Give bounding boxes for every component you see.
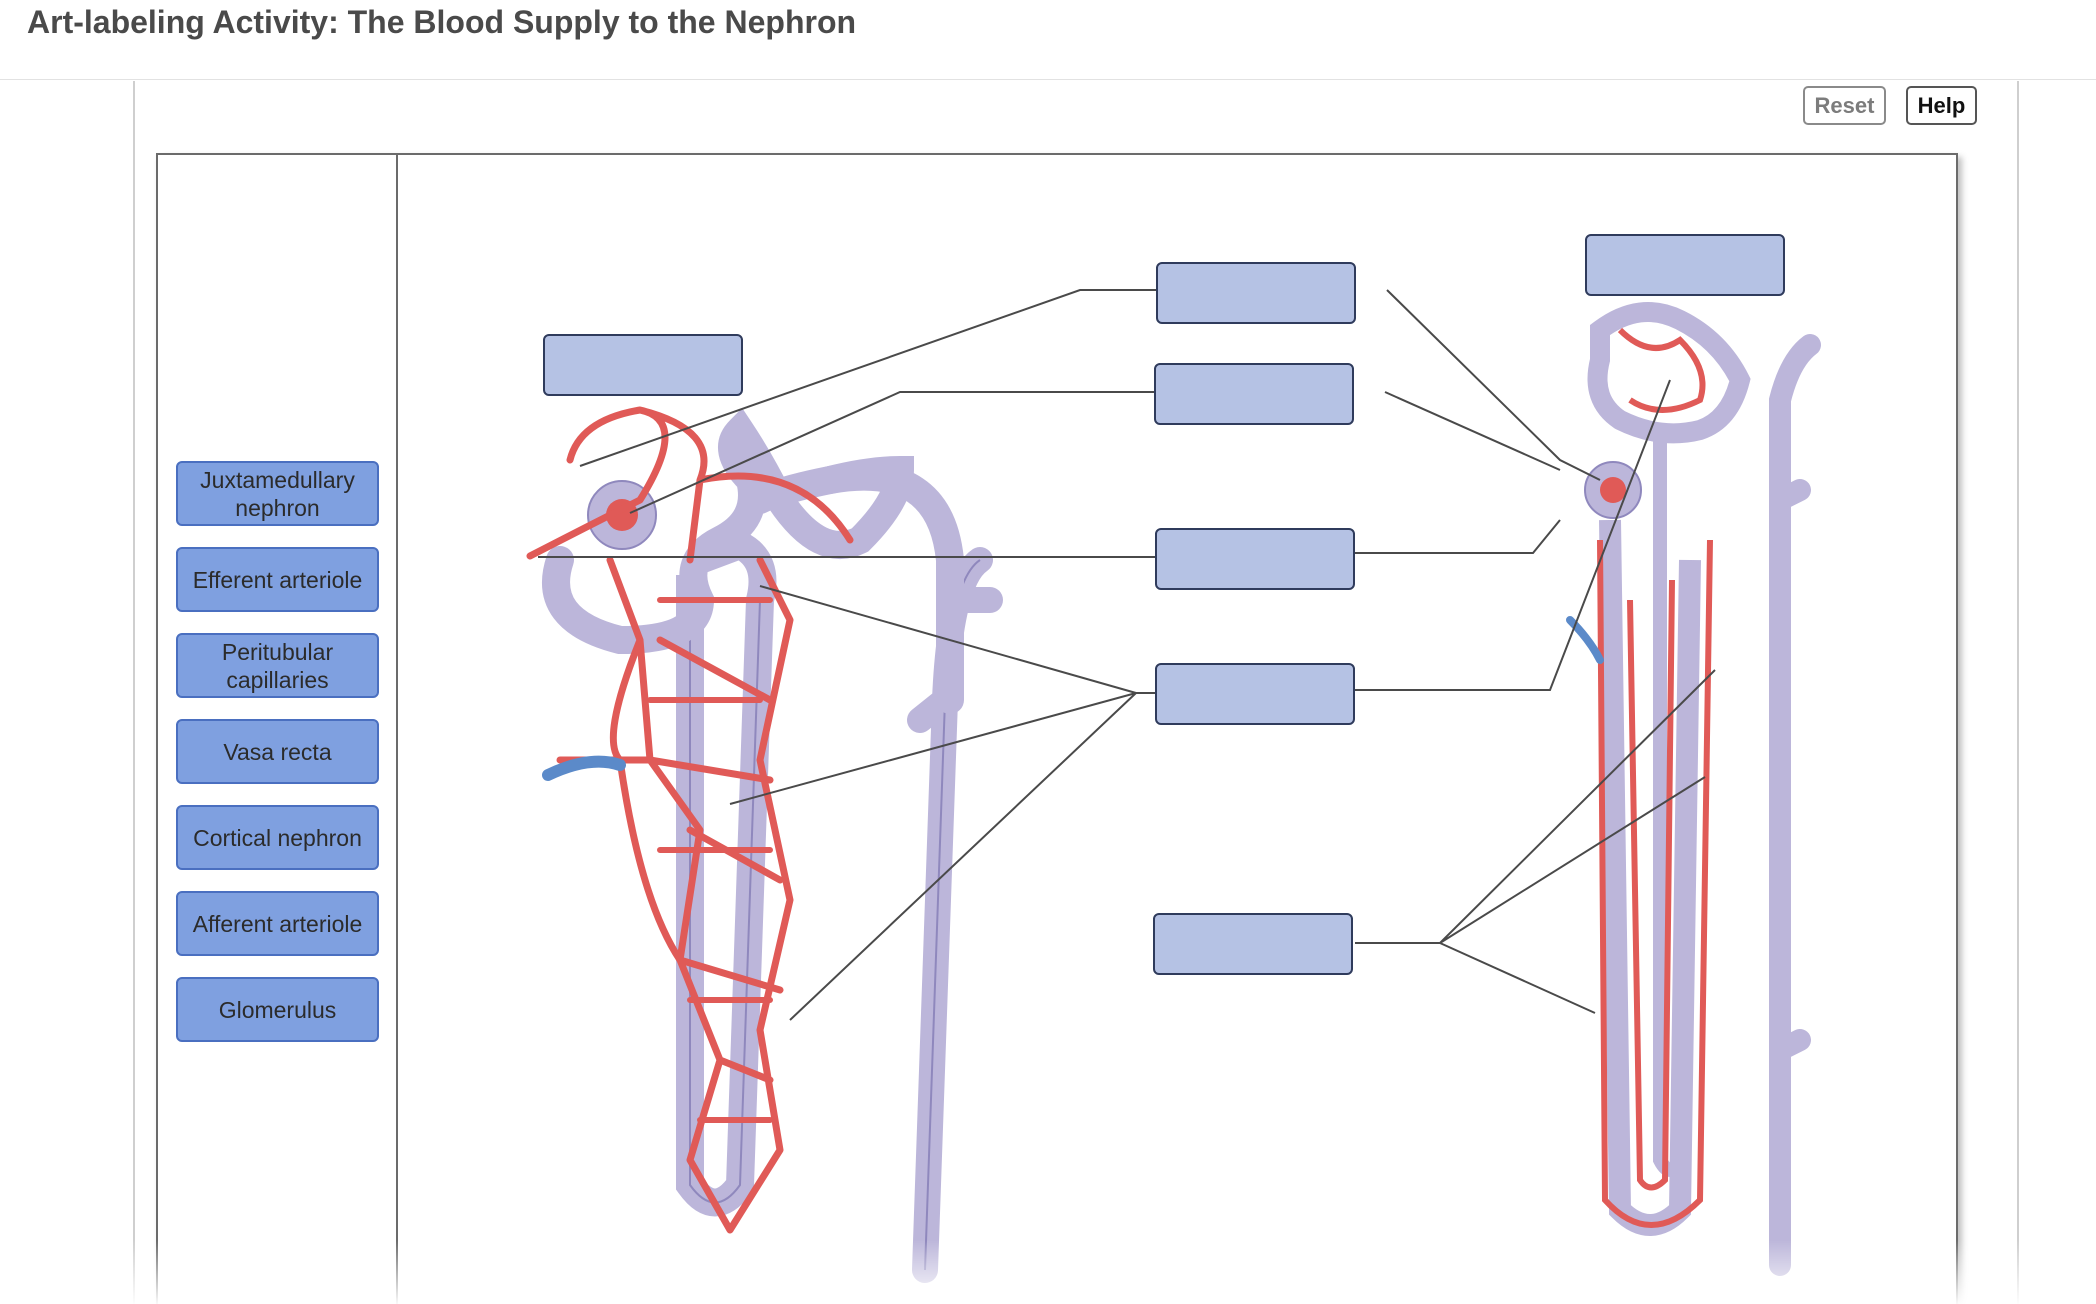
drop-target-1[interactable] bbox=[543, 334, 743, 396]
drop-target-2[interactable] bbox=[1156, 262, 1356, 324]
leader-lines bbox=[538, 289, 1716, 1021]
drop-target-4[interactable] bbox=[1155, 528, 1355, 590]
label-juxtamedullary-nephron[interactable]: Juxtamedullary nephron bbox=[176, 461, 379, 526]
cortical-nephron-drawing bbox=[526, 406, 1003, 1283]
label-peritubular-capillaries[interactable]: Peritubular capillaries bbox=[176, 633, 379, 698]
drop-target-5[interactable] bbox=[1155, 663, 1355, 725]
drop-target-6[interactable] bbox=[1153, 913, 1353, 975]
label-vasa-recta[interactable]: Vasa recta bbox=[176, 719, 379, 784]
juxtamedullary-nephron-drawing bbox=[1566, 302, 1821, 1276]
help-button[interactable]: Help bbox=[1906, 86, 1977, 125]
drop-target-3[interactable] bbox=[1154, 363, 1354, 425]
drop-target-7[interactable] bbox=[1585, 234, 1785, 296]
reset-button[interactable]: Reset bbox=[1803, 86, 1886, 125]
label-bank bbox=[156, 153, 398, 1304]
label-cortical-nephron[interactable]: Cortical nephron bbox=[176, 805, 379, 870]
page-title: Art-labeling Activity: The Blood Supply … bbox=[27, 4, 857, 40]
label-afferent-arteriole[interactable]: Afferent arteriole bbox=[176, 891, 379, 956]
label-glomerulus[interactable]: Glomerulus bbox=[176, 977, 379, 1042]
header: Art-labeling Activity: The Blood Supply … bbox=[0, 0, 2096, 80]
label-efferent-arteriole[interactable]: Efferent arteriole bbox=[176, 547, 379, 612]
